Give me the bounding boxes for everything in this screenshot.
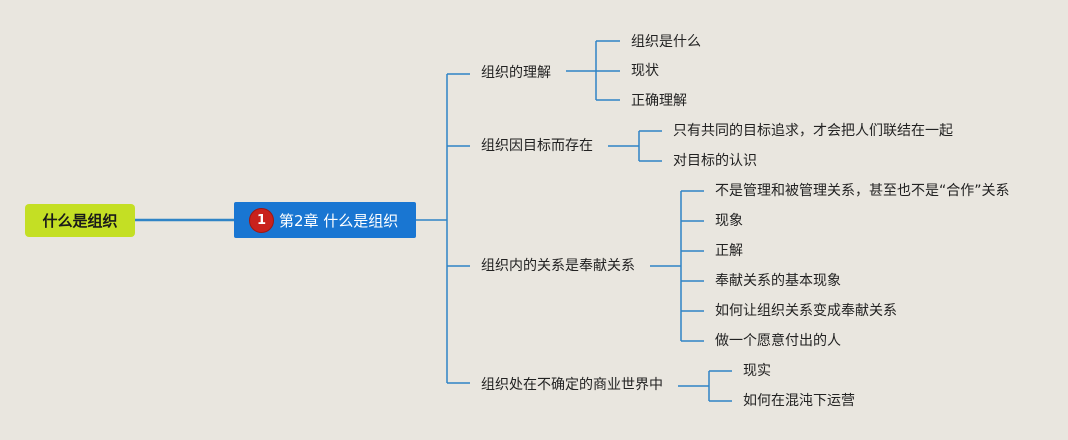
central-topic-label: 第2章 什么是组织 xyxy=(279,211,399,230)
leaf-node[interactable]: 现象 xyxy=(715,213,743,229)
leaf-node[interactable]: 只有共同的目标追求，才会把人们联结在一起 xyxy=(673,123,953,139)
leaf-node[interactable]: 现实 xyxy=(743,363,771,379)
branch-node-3[interactable]: 组织内的关系是奉献关系 xyxy=(481,258,635,274)
root-node[interactable]: 什么是组织 xyxy=(25,204,135,237)
leaf-node[interactable]: 正解 xyxy=(715,243,743,259)
leaf-node[interactable]: 正确理解 xyxy=(631,93,687,109)
root-node-label: 什么是组织 xyxy=(42,212,118,230)
leaf-node[interactable]: 如何让组织关系变成奉献关系 xyxy=(715,303,897,319)
leaf-node[interactable]: 如何在混沌下运营 xyxy=(743,393,855,409)
branch-node-1[interactable]: 组织的理解 xyxy=(481,65,551,81)
leaf-node[interactable]: 组织是什么 xyxy=(631,34,701,50)
leaf-node[interactable]: 不是管理和被管理关系，甚至也不是“合作”关系 xyxy=(715,183,1010,199)
leaf-node[interactable]: 现状 xyxy=(631,63,659,79)
branch-node-2[interactable]: 组织因目标而存在 xyxy=(481,138,593,154)
leaf-node[interactable]: 对目标的认识 xyxy=(673,153,757,169)
central-topic[interactable]: 1 第2章 什么是组织 xyxy=(234,202,416,238)
leaf-node[interactable]: 做一个愿意付出的人 xyxy=(715,333,841,349)
leaf-node[interactable]: 奉献关系的基本现象 xyxy=(715,273,841,289)
branch-node-4[interactable]: 组织处在不确定的商业世界中 xyxy=(481,377,663,393)
priority-badge-icon: 1 xyxy=(249,207,274,233)
